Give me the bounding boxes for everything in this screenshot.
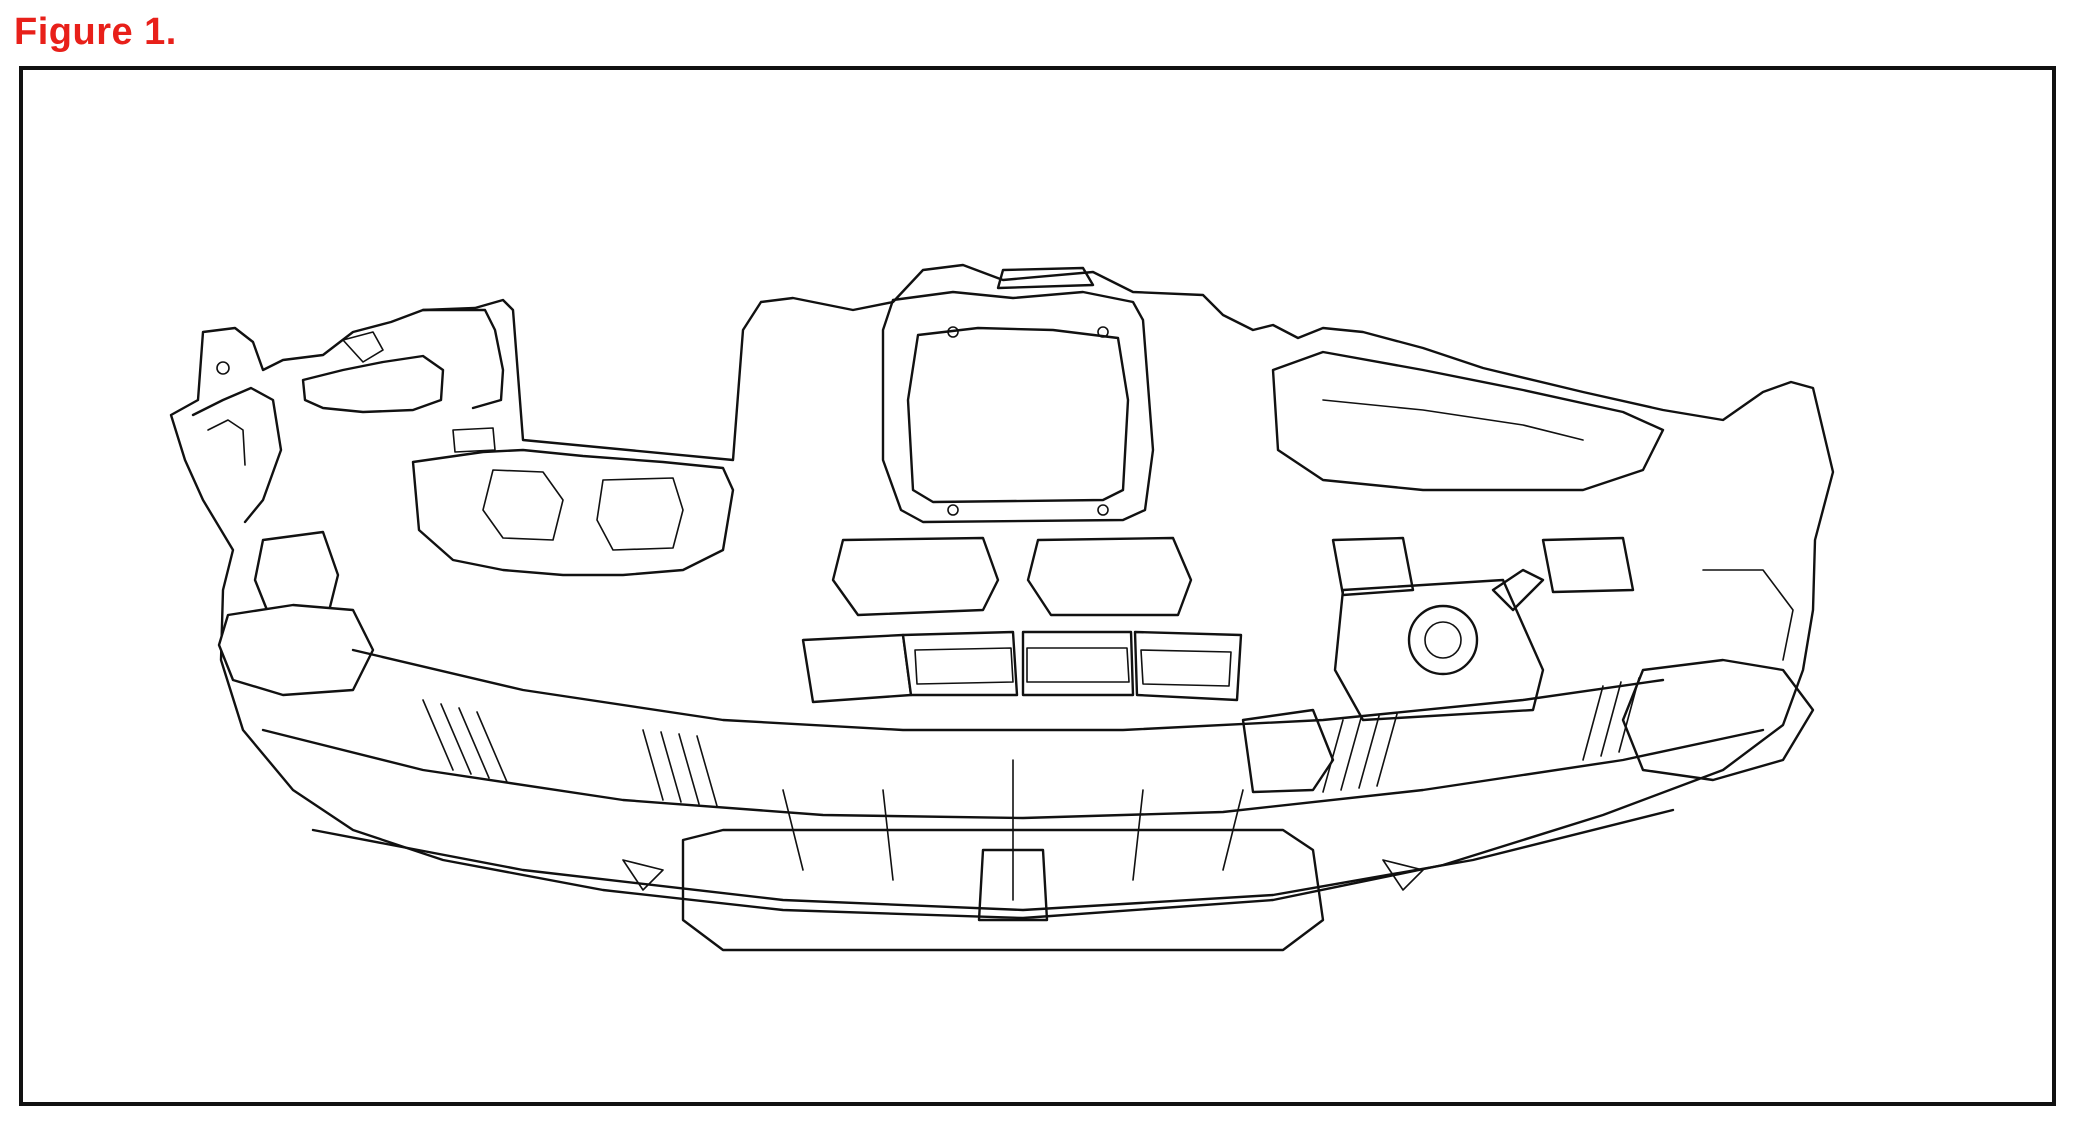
- lower-front-panel: [311, 759, 1675, 952]
- left-end-bracket: [191, 308, 505, 524]
- left-foam-outlet: [217, 530, 375, 697]
- center-foam-vents: [831, 536, 1193, 617]
- main-cross-duct: [261, 648, 1765, 820]
- left-upper-recess: [411, 448, 735, 577]
- figure-frame: [19, 66, 2056, 1106]
- instrument-panel-drawing: [169, 263, 1835, 952]
- center-display-frame: [881, 266, 1155, 524]
- right-foam-outlet: [1241, 569, 1815, 794]
- figure-title: Figure 1.: [14, 11, 177, 53]
- right-upper-assembly: [1271, 350, 1665, 722]
- center-registers: [801, 630, 1243, 704]
